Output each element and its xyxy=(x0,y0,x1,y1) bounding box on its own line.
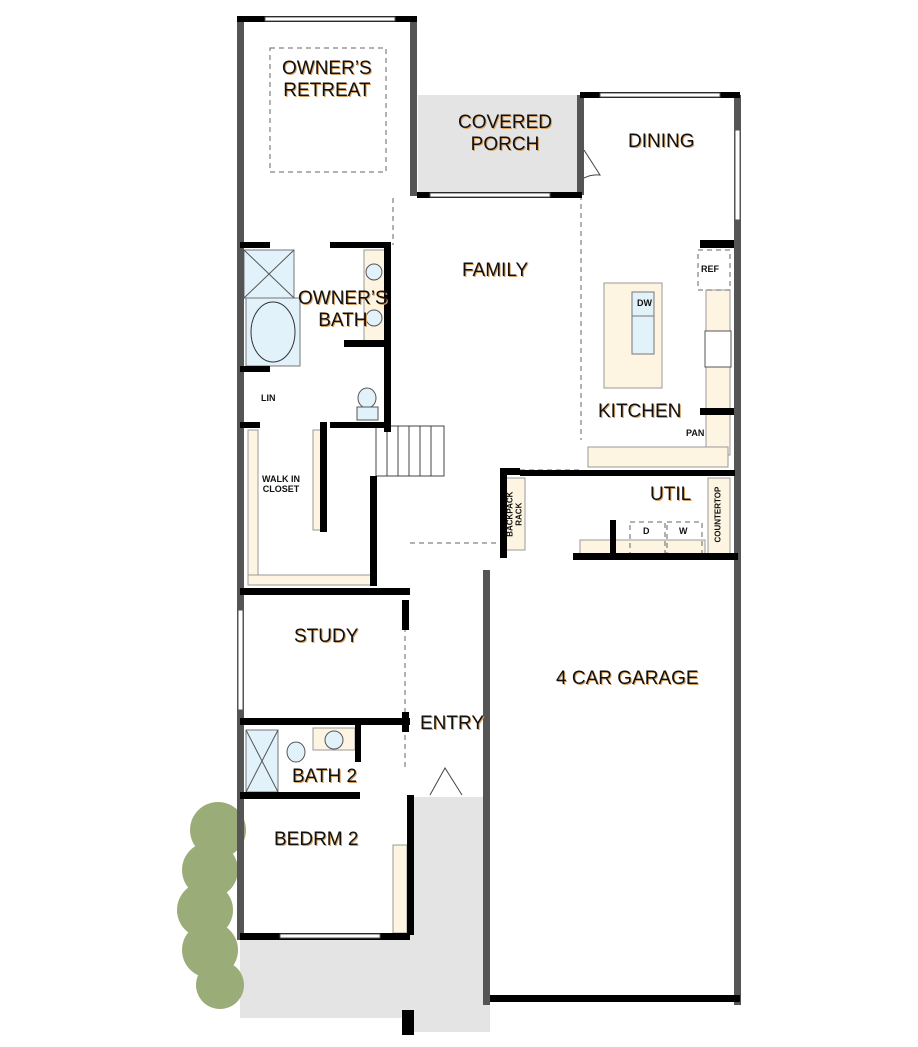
sink-icon xyxy=(324,730,344,750)
fixture-label-backpack-rack: BACKPACK RACK xyxy=(505,491,524,537)
tub xyxy=(245,297,301,367)
fixture-label-dryer: D xyxy=(643,526,650,536)
room-label-walk-in-closet: WALK IN CLOSET xyxy=(262,474,300,495)
room-label-dining: DINING xyxy=(628,131,695,152)
util-shelf xyxy=(579,539,706,555)
room-label-bath-2: BATH 2 xyxy=(292,766,358,787)
kitchen-counter-bottom xyxy=(587,446,729,468)
room-label-util: UTIL xyxy=(650,484,692,505)
toilet-tank xyxy=(356,406,379,421)
covered-porch-slab xyxy=(418,95,580,195)
dishwasher xyxy=(631,291,655,317)
fixture-label-countertop: COUNTERTOP xyxy=(713,486,723,543)
range-icon xyxy=(704,330,732,368)
fixture-label-ref: REF xyxy=(701,264,719,274)
fixture-label-pan: PAN xyxy=(686,428,705,438)
stairs xyxy=(375,425,445,477)
room-label-covered-porch: COVERED PORCH xyxy=(458,112,552,155)
tub-basin xyxy=(250,301,296,363)
kitchen-counter-right xyxy=(705,289,731,456)
room-label-owners-bath: OWNER’S BATH xyxy=(298,288,388,331)
sink-icon xyxy=(365,263,383,281)
fixture-label-lin: LIN xyxy=(261,393,276,403)
room-label-owners-retreat: OWNER’S RETREAT xyxy=(282,58,372,101)
toilet-icon xyxy=(286,741,306,763)
sink xyxy=(631,315,655,355)
room-label-study: STUDY xyxy=(294,626,359,647)
bed-closet xyxy=(392,844,408,934)
room-label-family: FAMILY xyxy=(462,260,529,281)
fixture-label-washer: W xyxy=(679,526,688,536)
closet-shelf xyxy=(247,429,259,579)
entry-porch-slab xyxy=(410,797,490,1032)
sink-icon xyxy=(365,309,383,327)
toilet-icon xyxy=(357,387,377,409)
porch-door xyxy=(583,149,601,179)
room-label-entry: ENTRY xyxy=(420,713,485,734)
shrub-icon xyxy=(177,802,246,1009)
fixture-label-dw: DW xyxy=(637,298,652,308)
retreat-ceiling xyxy=(269,47,387,173)
room-label-kitchen: KITCHEN xyxy=(598,401,682,422)
room-label-bedroom-2: BEDRM 2 xyxy=(274,829,359,850)
room-label-garage: 4 CAR GARAGE xyxy=(556,668,699,689)
entry-door xyxy=(429,767,463,796)
closet-shelf-bottom xyxy=(247,574,377,586)
